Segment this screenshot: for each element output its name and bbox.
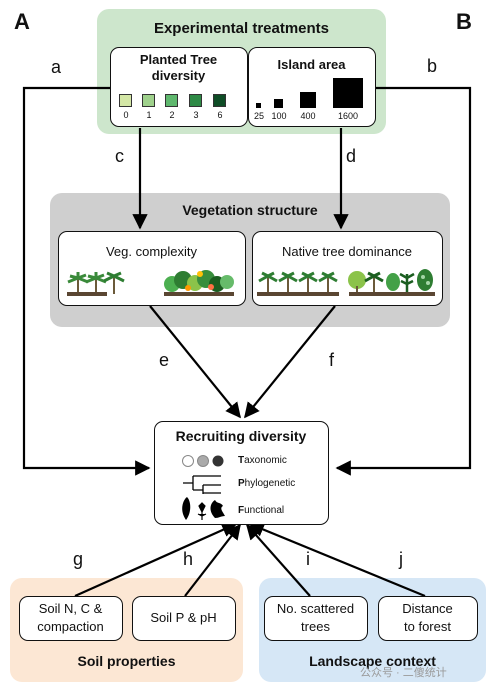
experimental-treatments-title: Experimental treatments [153,20,330,37]
recruiting-diversity-title: Recruiting diversity [175,428,307,444]
edge-label-e: e [159,350,170,370]
edge-i-line [245,523,311,597]
leaf-shapes-icon [182,497,225,520]
functional-label: Functional [238,505,284,516]
edge-label-h: h [183,549,194,569]
diversity-swatch-3 [189,94,202,107]
native-tree-dominance-label: Native tree dominance [281,244,413,259]
diversity-level-2: 2 [169,110,175,120]
distance-line1: Distance [402,601,453,616]
soil-p-ph-label: Soil P & pH [150,610,217,625]
phylogenetic-tree-icon [183,475,221,494]
island-area-title: Island area [277,57,346,72]
diversity-level-6: 6 [217,110,223,120]
veg-complexity-box: Veg. complexity [58,231,246,306]
diversity-swatch-1 [142,94,155,107]
soil-nc-compaction-box: Soil N, C & compaction [19,596,123,641]
phylogenetic-initial: P [238,478,245,489]
watermark-text: 公众号 · 二傻统计 [360,667,447,679]
distance-to-forest-box: Distance to forest [378,596,478,641]
diversity-level-0: 0 [123,110,129,120]
diversity-level-1: 1 [146,110,152,120]
island-square-25 [256,103,261,108]
vegetation-structure-title: Vegetation structure [182,202,318,218]
soil-properties-title: Soil properties [77,653,176,669]
distance-line2: to forest [404,619,451,634]
edge-label-g: g [73,549,84,569]
planted-tree-title-line1: Planted Tree [139,52,218,67]
edge-j-line [248,522,426,598]
panel-label-a: A [14,9,30,34]
diversity-swatch-2 [165,94,178,107]
scattered-trees-line2: trees [301,619,330,634]
soil-nc-line1: Soil N, C & [38,601,103,616]
diversity-swatch-6 [213,94,226,107]
island-square-1600 [333,78,363,108]
edge-g-line [74,522,238,598]
edge-label-i: i [306,549,310,569]
edge-b-line [335,86,472,476]
functional-initial: F [238,505,245,516]
island-level-400: 400 [300,111,316,121]
landscape-context-title: Landscape context [309,653,436,669]
island-area-box: Island area 25 100 400 1600 [248,47,376,127]
edge-a-line [22,86,151,476]
island-level-100: 100 [271,111,287,121]
edge-label-b: b [427,56,438,76]
veg-complexity-illustration [67,270,234,296]
edge-label-d: d [346,146,357,166]
edge-e-line [149,305,241,419]
native-tree-dominance-illustration [257,269,435,296]
mixed-vegetation-icon [164,270,234,296]
scattered-trees-line1: No. scattered [276,601,355,616]
phylogenetic-rest: hylogenetic [244,478,296,489]
edge-f-line [244,305,336,419]
palm-trees-icon [67,271,125,296]
island-square-400 [300,92,316,108]
island-square-100 [274,99,283,108]
taxonomic-rest: axonomic [244,455,287,466]
soil-nc-line2: compaction [37,619,104,634]
island-level-25: 25 [253,111,264,121]
edge-h-line [184,523,241,597]
taxonomic-initial: T [238,455,245,466]
planted-tree-diversity-box: Planted Tree diversity 0 1 2 3 6 [110,47,248,127]
diversity-swatch-0 [119,94,132,107]
edge-label-a: a [51,57,62,77]
veg-complexity-label: Veg. complexity [105,244,198,259]
diversity-level-3: 3 [193,110,199,120]
planted-palms-icon [257,271,339,296]
soil-p-ph-box: Soil P & pH [132,596,236,641]
island-level-1600: 1600 [337,111,359,121]
taxonomic-label: Taxonomic [238,455,287,466]
native-tree-dominance-box: Native tree dominance [252,231,443,306]
taxonomic-circles-icon [182,455,224,467]
functional-rest: unctional [244,505,285,516]
edge-label-f: f [329,350,335,370]
native-trees-icon [348,269,435,296]
scattered-trees-box: No. scattered trees [264,596,368,641]
phylogenetic-label: Phylogenetic [238,478,295,489]
panel-label-b: B [456,9,472,34]
edge-label-c: c [115,146,124,166]
edge-label-j: j [399,549,403,569]
recruiting-diversity-box: Recruiting diversity Taxonomic Phylogene… [154,421,329,525]
planted-tree-title-line2: diversity [151,68,206,83]
